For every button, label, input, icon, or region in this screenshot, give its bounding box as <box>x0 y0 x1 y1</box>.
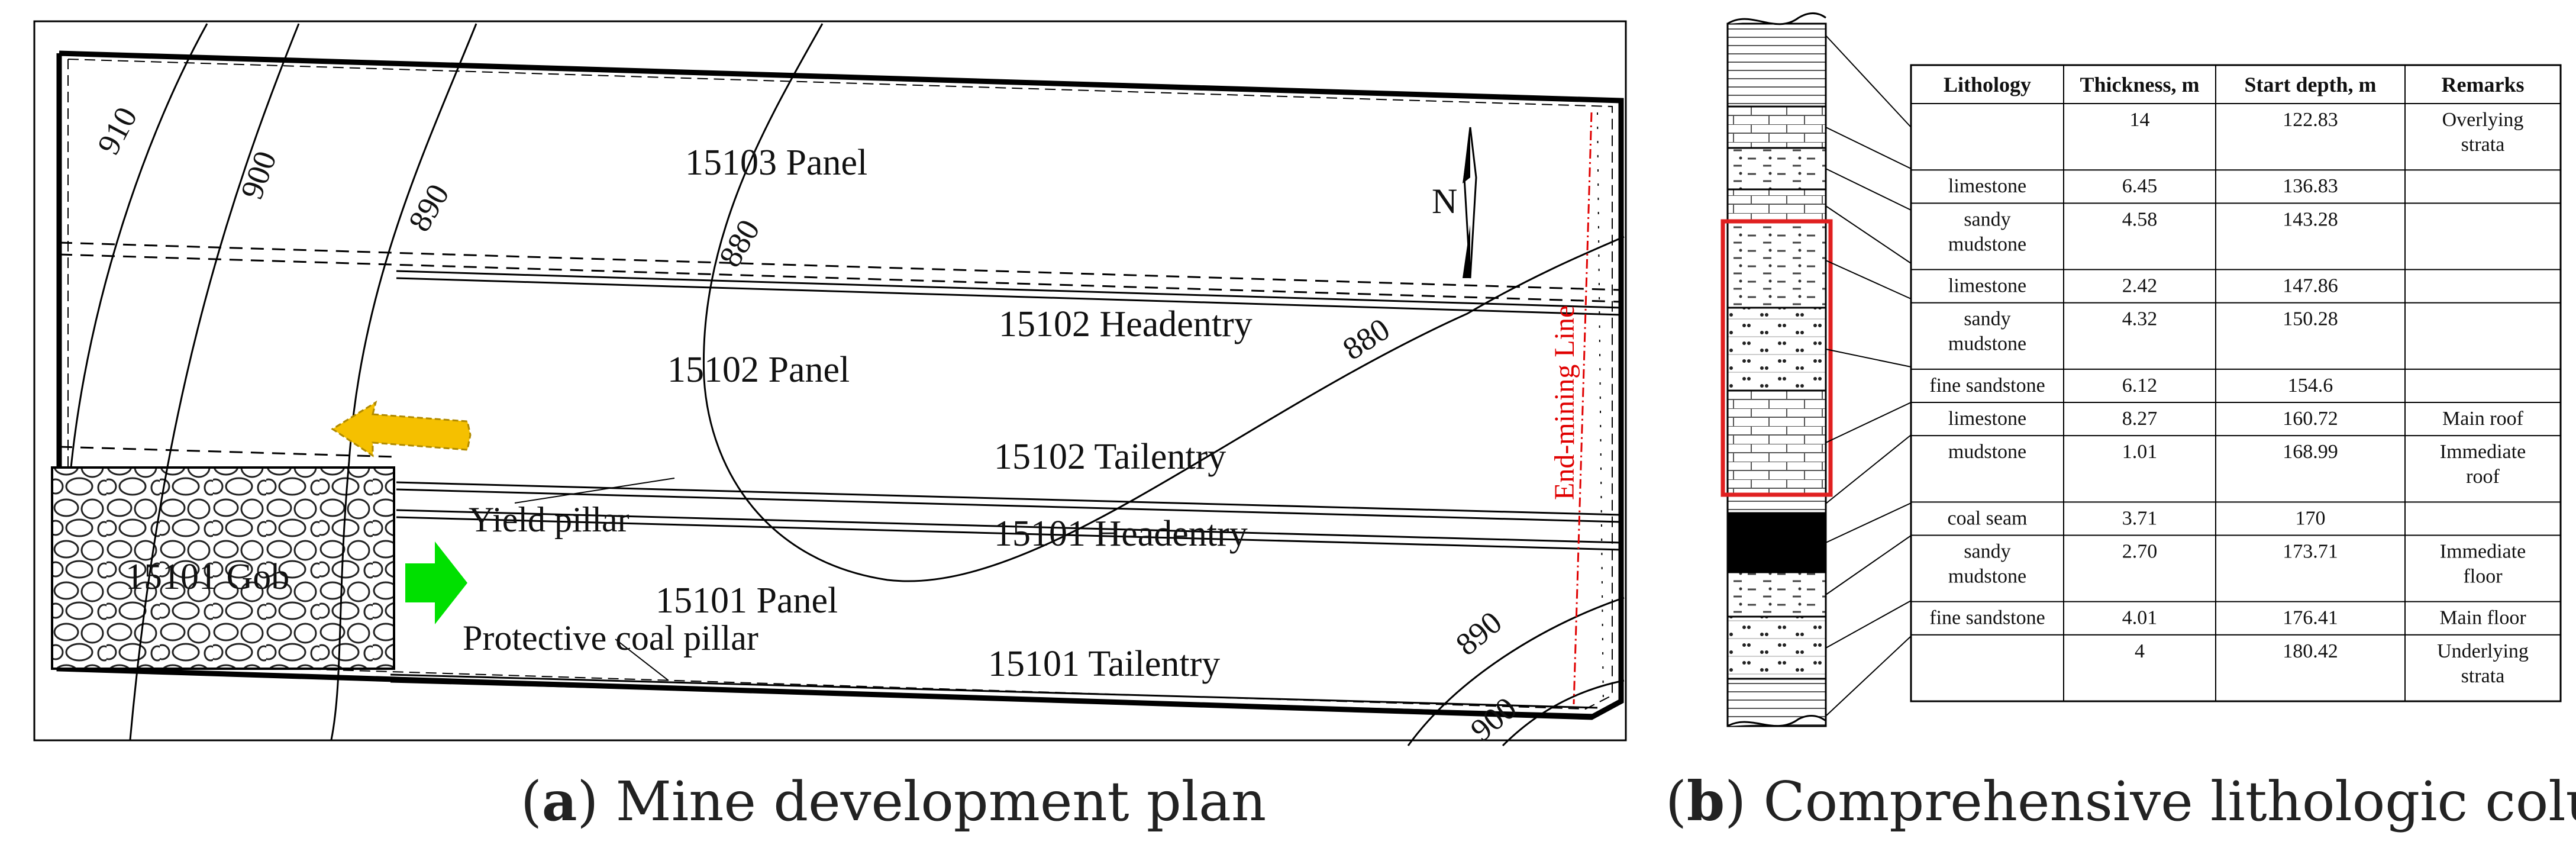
table-cell: mudstone <box>1948 333 2026 355</box>
headentry-15101-label: 15101 Headentry <box>994 514 1248 554</box>
contour-label: 880 <box>712 214 766 273</box>
table-cell: Immediate <box>2440 441 2526 463</box>
table-cell: 3.71 <box>2122 507 2158 529</box>
gob-label: 15101 Gob <box>125 557 289 597</box>
contour-890-east <box>1407 597 1625 746</box>
table-cell: 6.45 <box>2122 175 2158 197</box>
table-cell: mudstone <box>1948 565 2026 587</box>
contour-900 <box>129 23 300 740</box>
contour-label: 890 <box>401 178 456 237</box>
yield-pillar-label: Yield pillar <box>469 500 630 539</box>
headentry-15102-label: 15102 Headentry <box>999 304 1253 344</box>
contour-900-east <box>1502 679 1625 747</box>
table-cell: 6.12 <box>2122 375 2158 396</box>
table-cell: strata <box>2461 134 2505 156</box>
tailentry-15101-label: 15101 Tailentry <box>988 644 1220 684</box>
contour-label: 900 <box>1464 690 1523 748</box>
table-cell: floor <box>2463 565 2503 587</box>
table-cell: mudstone <box>1948 233 2026 255</box>
tailentry-15102-label: 15102 Tailentry <box>994 437 1226 477</box>
table-cell: 4.58 <box>2122 208 2158 230</box>
table-header-cell: Thickness, m <box>2080 73 2199 96</box>
table-cell: 173.71 <box>2283 540 2338 562</box>
protective-pillar-label: Protective coal pillar <box>463 618 758 657</box>
table-cell: 168.99 <box>2283 441 2338 463</box>
table-cell: roof <box>2466 466 2500 488</box>
gob-15101 <box>51 466 395 670</box>
table-cell: Underlying <box>2437 640 2529 662</box>
contour-label: 890 <box>1449 604 1509 662</box>
tailentry-15101 <box>390 673 1598 709</box>
table-cell: strata <box>2461 665 2505 687</box>
table-header-cell: Remarks <box>2442 73 2525 96</box>
map-frame <box>33 20 1627 742</box>
table-cell: 122.83 <box>2283 109 2338 131</box>
table-cell: limestone <box>1948 408 2026 430</box>
table-cell: coal seam <box>1948 507 2028 529</box>
roof-highlight-box <box>1720 219 1833 497</box>
mine-plan: 910 900 890 880 880 890 900 End-mining L… <box>33 20 1627 748</box>
table-cell: limestone <box>1948 175 2026 197</box>
caption-a: (a) Mine development plan <box>521 769 1267 833</box>
contour-label: 910 <box>91 101 144 160</box>
table-cell: sandy <box>1964 308 2010 330</box>
table-cell: 2.70 <box>2122 540 2158 562</box>
table-cell: 147.86 <box>2283 275 2338 297</box>
lithologic-column: Lithology Thickness, m Start depth, m Remar… <box>1720 12 2562 727</box>
connector-lines <box>1825 35 1912 717</box>
end-mining-line <box>1573 112 1593 705</box>
table-cell: limestone <box>1948 275 2026 297</box>
contour-910 <box>70 23 208 468</box>
headentry-15102 <box>396 270 1622 309</box>
north-label: N <box>1432 182 1457 221</box>
table-cell: sandy <box>1964 208 2010 230</box>
mining-direction-arrow-icon <box>405 541 467 624</box>
panel-15103-boundary <box>59 241 1622 291</box>
table-cell: 14 <box>2130 109 2150 131</box>
north-arrow-icon: N <box>1432 127 1477 279</box>
lithology-table: Lithology Thickness, m Start depth, m Remar… <box>1910 64 2562 702</box>
panel-15102-label: 15102 Panel <box>667 350 850 390</box>
tailentry-15102 <box>396 481 1622 516</box>
table-cell: 150.28 <box>2283 308 2338 330</box>
table-cell: 176.41 <box>2283 607 2338 629</box>
panel-15101-label: 15101 Panel <box>656 581 838 621</box>
table-cell: mudstone <box>1948 441 2026 463</box>
table-cell: fine sandstone <box>1929 607 2045 629</box>
table-cell: 180.42 <box>2283 640 2338 662</box>
table-header-cell: Start depth, m <box>2245 73 2377 96</box>
table-cell: 136.83 <box>2283 175 2338 197</box>
table-cell: 143.28 <box>2283 208 2338 230</box>
caption-b: (b) Comprehensive lithologic column <box>1665 769 2576 833</box>
contour-label: 900 <box>234 146 283 204</box>
table-cell: Main roof <box>2442 408 2524 430</box>
table-cell: 4 <box>2135 640 2145 662</box>
contour-label: 880 <box>1337 311 1396 367</box>
table-cell: Main floor <box>2439 607 2526 629</box>
table-cell: 170 <box>2296 507 2326 529</box>
headentry-15101 <box>396 509 1622 544</box>
strata-column <box>1726 12 1827 727</box>
table-cell: 2.42 <box>2122 275 2158 297</box>
table-cell: sandy <box>1964 540 2010 562</box>
table-cell: fine sandstone <box>1929 375 2045 396</box>
table-cell: 4.32 <box>2122 308 2158 330</box>
advance-direction-arrow-icon <box>331 400 472 457</box>
table-cell: Overlying <box>2442 109 2524 131</box>
end-mining-line-label: End-mining Line <box>1549 305 1580 500</box>
table-cell: 4.01 <box>2122 607 2158 629</box>
table-cell: 8.27 <box>2122 408 2158 430</box>
table-header-cell: Lithology <box>1944 73 2031 96</box>
table-cell: Immediate <box>2440 540 2526 562</box>
table-cell: 154.6 <box>2288 375 2333 396</box>
table-cell: 160.72 <box>2283 408 2338 430</box>
table-cell: 1.01 <box>2122 441 2158 463</box>
panel-15103-label: 15103 Panel <box>685 143 867 183</box>
contour-880 <box>702 23 1625 582</box>
coal-seam-block <box>1726 512 1827 573</box>
